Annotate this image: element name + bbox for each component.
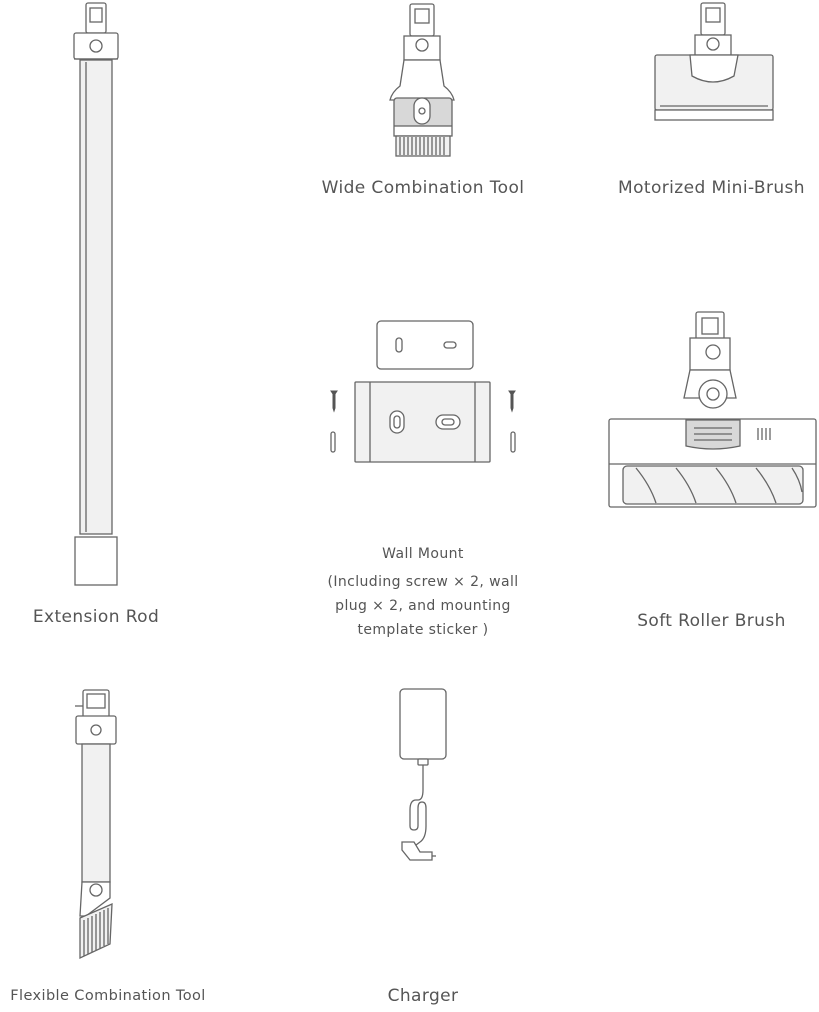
flexible-combination-tool-label: Flexible Combination Tool — [10, 988, 206, 1004]
extension-rod-drawing — [73, 2, 119, 586]
motorized-mini-brush-label: Motorized Mini-Brush — [618, 178, 805, 198]
wide-tool-bristles — [395, 135, 451, 157]
motorized-mini-brush-drawing — [654, 2, 774, 121]
roller-brush-cylinder — [622, 465, 804, 505]
wall-mount-detail-line3: template sticker ) — [357, 622, 489, 638]
wide-combination-tool-label: Wide Combination Tool — [321, 178, 525, 198]
flexible-tool-bristles — [79, 902, 113, 960]
wall-mount-detail-line2: plug × 2, and mounting — [335, 598, 511, 614]
wall-mount-plugs — [330, 431, 516, 453]
soft-roller-brush-label: Soft Roller Brush — [637, 611, 786, 631]
flexible-combination-tool-drawing — [75, 689, 117, 960]
extension-rod-label: Extension Rod — [32, 607, 160, 627]
charger-drawing — [399, 688, 447, 861]
wide-combination-tool-drawing — [389, 3, 455, 157]
soft-roller-brush-drawing — [608, 311, 817, 508]
wall-mount-drawing — [330, 320, 516, 463]
wall-mount-label: Wall Mount — [382, 546, 464, 562]
wall-mount-screws — [330, 390, 516, 413]
charger-label: Charger — [387, 986, 459, 1006]
wall-mount-detail-line1: (Including screw × 2, wall — [327, 574, 519, 590]
